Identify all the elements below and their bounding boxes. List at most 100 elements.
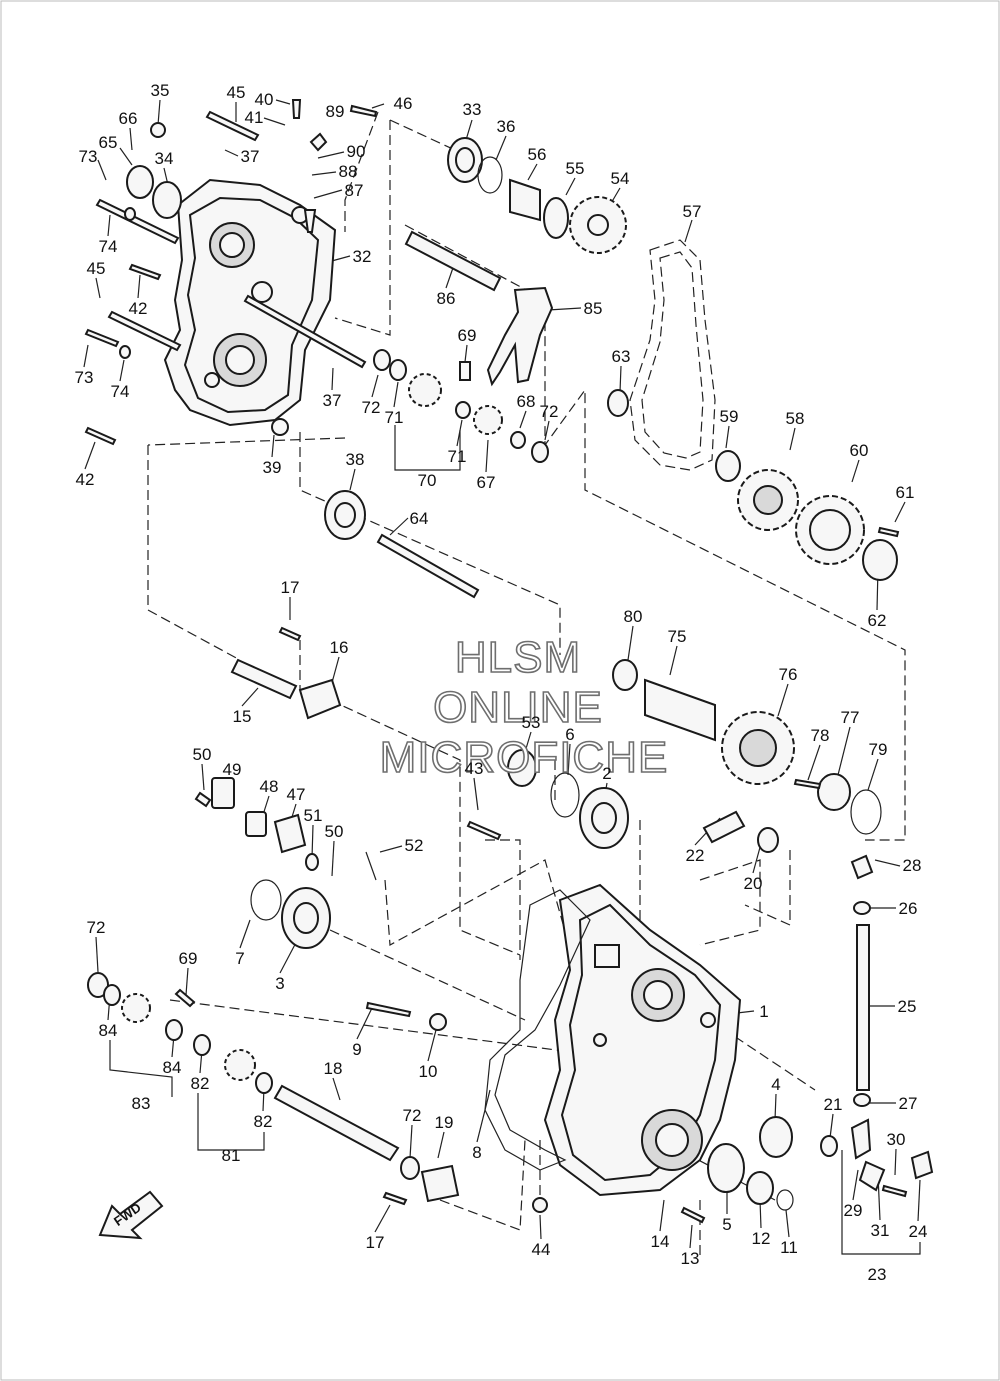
watermark-line-2: ONLINE: [433, 683, 603, 732]
callout-27: 27: [899, 1094, 918, 1113]
callout-69: 69: [179, 949, 198, 968]
callout-72: 72: [403, 1106, 422, 1125]
callout-22: 22: [686, 846, 705, 865]
callout-86: 86: [437, 289, 456, 308]
callout-76: 76: [779, 665, 798, 684]
watermark-line-3: MICROFICHE: [380, 733, 669, 782]
callout-45: 45: [227, 83, 246, 102]
callout-32: 32: [353, 247, 372, 266]
callout-26: 26: [899, 899, 918, 918]
callout-47: 47: [287, 785, 306, 804]
callout-66: 66: [119, 109, 138, 128]
callout-23: 23: [868, 1265, 887, 1284]
callout-17: 17: [281, 578, 300, 597]
callout-77: 77: [841, 708, 860, 727]
callout-65: 65: [99, 133, 118, 152]
leader-lines: [83, 99, 921, 1255]
watermark-line-1: HLSM: [455, 633, 581, 682]
callout-37: 37: [241, 147, 260, 166]
callout-58: 58: [786, 409, 805, 428]
callout-38: 38: [346, 450, 365, 469]
callout-49: 49: [223, 760, 242, 779]
callout-72: 72: [540, 402, 559, 421]
callout-72: 72: [362, 398, 381, 417]
gasket: [484, 889, 591, 1171]
callout-71: 71: [448, 447, 467, 466]
callout-42: 42: [76, 470, 95, 489]
callout-85: 85: [584, 299, 603, 318]
callout-79: 79: [869, 740, 888, 759]
callout-78: 78: [811, 726, 830, 745]
callout-62: 62: [868, 611, 887, 630]
callout-70: 70: [418, 471, 437, 490]
callout-84: 84: [99, 1021, 118, 1040]
callout-61: 61: [896, 483, 915, 502]
callout-67: 67: [477, 473, 496, 492]
callout-83: 83: [132, 1094, 151, 1113]
callout-89: 89: [326, 102, 345, 121]
callout-33: 33: [463, 100, 482, 119]
callout-75: 75: [668, 627, 687, 646]
callout-55: 55: [566, 159, 585, 178]
callout-73: 73: [79, 147, 98, 166]
callout-19: 19: [435, 1113, 454, 1132]
callout-41: 41: [245, 108, 264, 127]
callout-6: 6: [565, 725, 574, 744]
drive-chain-inner: [641, 251, 704, 459]
callout-14: 14: [651, 1232, 670, 1251]
callout-68: 68: [517, 392, 536, 411]
callout-2: 2: [602, 764, 611, 783]
bearings-seals: [87, 122, 898, 1213]
callout-44: 44: [532, 1240, 551, 1259]
callout-73: 73: [75, 368, 94, 387]
callout-81: 81: [222, 1146, 241, 1165]
callout-35: 35: [151, 81, 170, 100]
callout-52: 52: [405, 836, 424, 855]
bolts: [84, 99, 934, 1224]
callout-87: 87: [345, 181, 364, 200]
callout-63: 63: [612, 347, 631, 366]
gears: [121, 196, 865, 1081]
callout-72: 72: [87, 918, 106, 937]
callout-8: 8: [472, 1143, 481, 1162]
callout-57: 57: [683, 202, 702, 221]
callout-64: 64: [410, 509, 429, 528]
forward-arrow-icon: FWD: [98, 1190, 164, 1240]
watermark: HLSM ONLINE MICROFICHE: [379, 632, 669, 783]
callout-34: 34: [155, 149, 174, 168]
callout-36: 36: [497, 117, 516, 136]
callout-46: 46: [394, 94, 413, 113]
callout-53: 53: [522, 713, 541, 732]
callout-88: 88: [339, 162, 358, 181]
callout-74: 74: [99, 237, 118, 256]
callout-7: 7: [235, 949, 244, 968]
callout-24: 24: [909, 1222, 928, 1241]
callout-10: 10: [419, 1062, 438, 1081]
callout-80: 80: [624, 607, 643, 626]
shift-fork[interactable]: [486, 286, 554, 387]
callout-25: 25: [898, 997, 917, 1016]
callout-28: 28: [903, 856, 922, 875]
callout-4: 4: [771, 1075, 780, 1094]
callout-74: 74: [111, 382, 130, 401]
callout-59: 59: [720, 407, 739, 426]
callout-13: 13: [681, 1249, 700, 1268]
callout-3: 3: [275, 974, 284, 993]
callout-43: 43: [465, 759, 484, 778]
callout-54: 54: [611, 169, 630, 188]
main-housing[interactable]: [543, 883, 742, 1197]
callout-31: 31: [871, 1221, 890, 1240]
callout-30: 30: [887, 1130, 906, 1149]
callout-37: 37: [323, 391, 342, 410]
callout-51: 51: [304, 806, 323, 825]
drive-chain[interactable]: [629, 239, 716, 471]
shafts: [95, 198, 870, 1162]
callout-42: 42: [129, 299, 148, 318]
callout-12: 12: [752, 1229, 771, 1248]
callout-18: 18: [324, 1059, 343, 1078]
callout-17: 17: [366, 1233, 385, 1252]
callout-60: 60: [850, 441, 869, 460]
callout-45: 45: [87, 259, 106, 278]
